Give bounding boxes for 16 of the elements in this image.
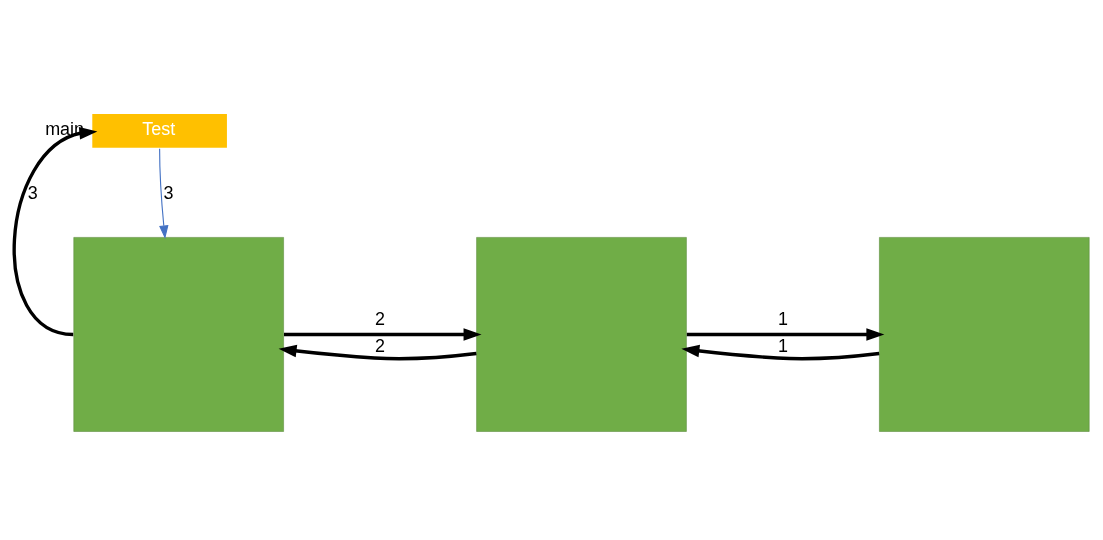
node-box [73, 236, 284, 432]
arrow [159, 147, 169, 239]
edge-label: 2 [375, 308, 386, 329]
arrow [681, 344, 880, 360]
arrow [686, 327, 885, 341]
edge-label: 3 [27, 182, 38, 203]
node-box [879, 236, 1090, 432]
arrow [284, 327, 482, 341]
node-box: Test [92, 113, 227, 148]
edge-label: 3 [163, 182, 174, 203]
node-box [476, 236, 687, 432]
edge-label: 2 [375, 335, 386, 356]
arrow [278, 344, 477, 360]
arrow [12, 126, 98, 336]
edge-label: 1 [777, 335, 788, 356]
edge-label: 1 [777, 308, 788, 329]
